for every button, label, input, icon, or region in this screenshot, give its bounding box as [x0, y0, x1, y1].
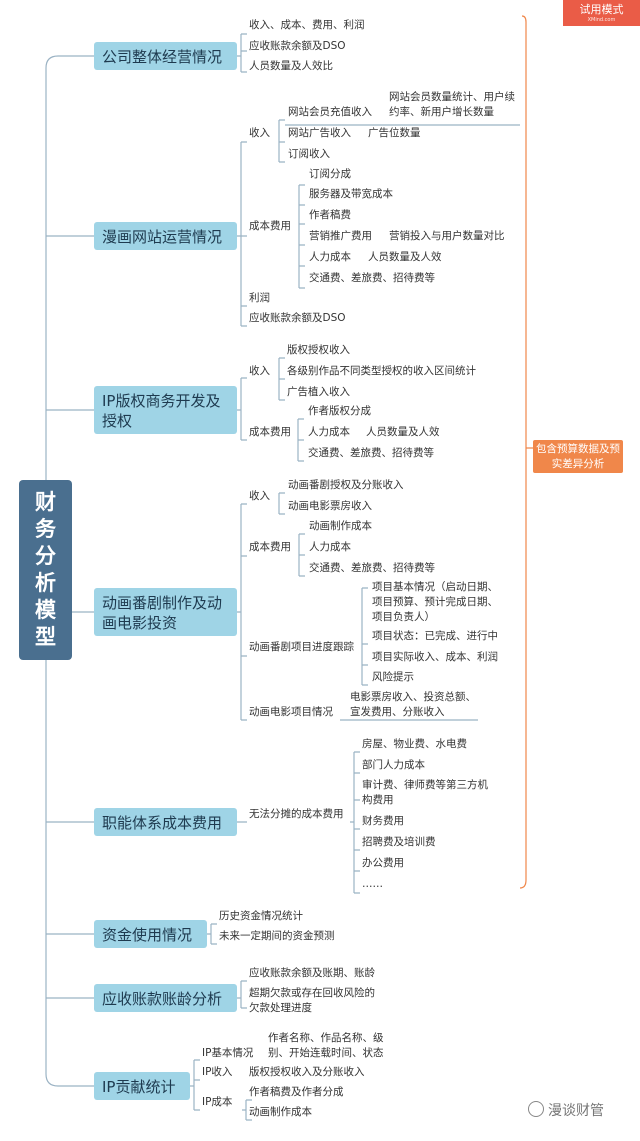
leaf[interactable]: 版权授权收入及分账收入 — [249, 1066, 365, 1078]
chat-icon — [528, 1101, 544, 1117]
topic-title: 职能体系成本费用 — [102, 814, 223, 832]
leaf[interactable]: 收入、成本、费用、利润 — [249, 19, 365, 31]
leaf[interactable]: IP成本 — [202, 1096, 233, 1108]
leaf[interactable]: 动画电影票房收入 — [288, 500, 372, 512]
leaf[interactable]: 部门人力成本 — [362, 759, 425, 771]
leaf[interactable]: 作者稿费及作者分成 — [249, 1086, 344, 1098]
leaf[interactable]: 无法分摊的成本费用 — [249, 808, 344, 820]
leaf[interactable]: 应收账款余额及DSO — [249, 312, 346, 324]
topic-title: 公司整体经营情况 — [102, 48, 223, 66]
leaf[interactable]: 人员数量及人效 — [366, 426, 440, 438]
topic-animation-investment[interactable]: 动画番剧制作及动画电影投资 — [94, 588, 237, 636]
leaf[interactable]: 利润 — [249, 292, 270, 304]
leaf[interactable]: 项目基本情况（启动日期、项目预算、预计完成日期、项目负责人） — [372, 581, 498, 623]
leaf[interactable]: 应收账款余额及DSO — [249, 40, 346, 52]
leaf[interactable]: 人员数量及人效 — [368, 251, 442, 263]
income-label[interactable]: 收入 — [249, 365, 270, 377]
trial-mode-badge[interactable]: 试用模式 XMind.com — [563, 0, 640, 26]
topic-functional-costs[interactable]: 职能体系成本费用 — [94, 808, 237, 836]
leaf[interactable]: 办公费用 — [362, 857, 404, 869]
topic-title: IP版权商务开发及授权 — [102, 392, 221, 430]
trial-mode-label: 试用模式 — [579, 3, 624, 16]
leaf[interactable]: 超期欠款或存在回收风险的欠款处理进度 — [249, 987, 375, 1014]
cost-label[interactable]: 成本费用 — [249, 220, 291, 232]
leaf[interactable]: 未来一定期间的资金预测 — [219, 930, 335, 942]
leaf[interactable]: 网站广告收入 — [288, 127, 351, 139]
leaf[interactable]: 营销推广费用 — [309, 230, 372, 242]
trial-mode-sub: XMind.com — [587, 17, 616, 23]
leaf[interactable]: 电影票房收入、投资总额、宣发费用、分账收入 — [350, 691, 476, 718]
topic-company-overview[interactable]: 公司整体经营情况 — [94, 42, 237, 70]
leaf[interactable]: 营销投入与用户数量对比 — [389, 230, 505, 242]
movie-label[interactable]: 动画电影项目情况 — [249, 706, 333, 718]
leaf[interactable]: 作者名称、作品名称、级别、开始连载时间、状态 — [268, 1032, 384, 1059]
leaf[interactable]: 审计费、律师费等第三方机构费用 — [362, 779, 488, 806]
leaf[interactable]: 人力成本 — [309, 251, 351, 263]
topic-title: 应收账款账龄分析 — [102, 990, 223, 1008]
leaf[interactable]: 动画番剧授权及分账收入 — [288, 479, 404, 491]
budget-summary-note[interactable]: 包含预算数据及预实差异分析 — [533, 440, 623, 473]
topic-title: 漫画网站运营情况 — [102, 228, 223, 246]
topic-ip-licensing[interactable]: IP版权商务开发及授权 — [94, 386, 237, 434]
leaf[interactable]: 广告植入收入 — [287, 386, 350, 398]
leaf[interactable]: 订阅分成 — [309, 168, 351, 180]
leaf[interactable]: 交通费、差旅费、招待费等 — [308, 447, 434, 459]
topic-fund-usage[interactable]: 资金使用情况 — [94, 920, 207, 948]
leaf[interactable]: 广告位数量 — [368, 127, 421, 139]
leaf[interactable]: 作者版权分成 — [308, 405, 371, 417]
leaf[interactable]: 交通费、差旅费、招待费等 — [309, 562, 435, 574]
leaf[interactable]: …… — [362, 878, 383, 890]
income-label[interactable]: 收入 — [249, 127, 270, 139]
income-label[interactable]: 收入 — [249, 490, 270, 502]
progress-label[interactable]: 动画番剧项目进度跟踪 — [249, 641, 354, 653]
leaf[interactable]: 人力成本 — [308, 426, 350, 438]
topic-ip-contribution[interactable]: IP贡献统计 — [94, 1072, 190, 1100]
watermark: 漫谈财管 — [548, 1103, 604, 1119]
root-title: 财务分析模型 — [35, 490, 56, 649]
cost-label[interactable]: 成本费用 — [249, 541, 291, 553]
leaf[interactable]: 财务费用 — [362, 815, 404, 827]
leaf[interactable]: 版权授权收入 — [287, 344, 350, 356]
leaf[interactable]: 应收账款余额及账期、账龄 — [249, 967, 375, 979]
topic-title: IP贡献统计 — [102, 1078, 176, 1096]
leaf[interactable]: 动画制作成本 — [309, 520, 372, 532]
leaf[interactable]: 项目实际收入、成本、利润 — [372, 651, 498, 663]
topic-ar-aging[interactable]: 应收账款账龄分析 — [94, 984, 237, 1012]
leaf[interactable]: 风险提示 — [372, 671, 414, 683]
leaf[interactable]: 网站会员数量统计、用户续约率、新用户增长数量 — [389, 91, 515, 118]
leaf[interactable]: 人员数量及人效比 — [249, 60, 333, 72]
topic-website-operations[interactable]: 漫画网站运营情况 — [94, 222, 237, 250]
leaf[interactable]: 项目状态：已完成、进行中 — [372, 630, 498, 642]
leaf[interactable]: 订阅收入 — [288, 148, 330, 160]
leaf[interactable]: 历史资金情况统计 — [219, 910, 303, 922]
leaf[interactable]: 招聘费及培训费 — [362, 836, 436, 848]
root-topic[interactable]: 财务分析模型 — [19, 480, 72, 660]
topic-title: 资金使用情况 — [102, 926, 193, 944]
cost-label[interactable]: 成本费用 — [249, 426, 291, 438]
leaf[interactable]: IP基本情况 — [202, 1047, 254, 1059]
leaf[interactable]: 交通费、差旅费、招待费等 — [309, 272, 435, 284]
leaf[interactable]: 动画制作成本 — [249, 1106, 312, 1118]
leaf[interactable]: 各级别作品不同类型授权的收入区间统计 — [287, 365, 476, 377]
leaf[interactable]: 人力成本 — [309, 541, 351, 553]
leaf[interactable]: 网站会员充值收入 — [288, 106, 372, 118]
leaf[interactable]: 服务器及带宽成本 — [309, 188, 393, 200]
leaf[interactable]: 房屋、物业费、水电费 — [362, 738, 467, 750]
topic-title: 动画番剧制作及动画电影投资 — [102, 594, 223, 632]
leaf[interactable]: 作者稿费 — [309, 209, 351, 221]
leaf[interactable]: IP收入 — [202, 1066, 233, 1078]
